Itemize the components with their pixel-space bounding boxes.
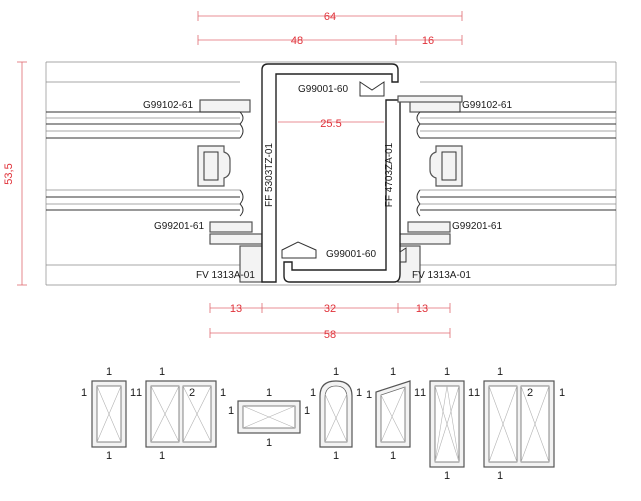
window-label: 2 xyxy=(189,387,195,399)
dim-inner-width-label: 25.5 xyxy=(320,118,341,130)
label-g99102-left: G99102-61 xyxy=(143,100,193,111)
dimension-bottom-segments: 13 32 13 xyxy=(209,303,451,315)
window-label: 1 xyxy=(414,387,420,399)
window-type-5[interactable]: 1 1 1 1 xyxy=(366,366,420,462)
window-label: 1 xyxy=(106,366,112,378)
dim-bottom-right-label: 13 xyxy=(416,303,428,315)
window-label: 1 xyxy=(136,387,142,399)
window-label: 1 xyxy=(266,437,272,449)
label-fv1313-left: FV 1313A-01 xyxy=(196,270,255,281)
window-type-3[interactable]: 1 1 1 1 xyxy=(228,387,310,449)
dimension-total-width: 64 xyxy=(197,11,463,23)
dimension-bottom-total: 58 xyxy=(209,328,451,341)
window-label: 1 xyxy=(468,387,474,399)
window-label: 1 xyxy=(333,450,339,462)
dimension-height: 53,5 xyxy=(3,61,27,286)
window-label: 1 xyxy=(390,450,396,462)
label-g99201-left: G99201-61 xyxy=(154,221,204,232)
dimension-left-width: 48 xyxy=(197,35,397,47)
dim-total-width-label: 64 xyxy=(324,11,336,23)
window-label: 1 xyxy=(106,450,112,462)
dim-right-width-label: 16 xyxy=(422,35,434,47)
window-label: 1 xyxy=(159,366,165,378)
profile-labels: G99102-61 G99102-61 G99001-60 G99001-60 … xyxy=(143,84,512,281)
window-label: 1 xyxy=(310,387,316,399)
window-type-6[interactable]: 1 1 1 1 xyxy=(420,366,474,482)
left-sash-section xyxy=(46,99,263,283)
dim-left-width-label: 48 xyxy=(291,35,303,47)
window-label: 1 xyxy=(266,387,272,399)
window-type-7[interactable]: 1 1 1 1 2 xyxy=(474,366,565,482)
window-label: 1 xyxy=(220,387,226,399)
window-label: 1 xyxy=(390,366,396,378)
window-label: 1 xyxy=(159,450,165,462)
window-label: 1 xyxy=(81,387,87,399)
window-label: 1 xyxy=(228,405,234,417)
window-label: 1 xyxy=(497,366,503,378)
window-label: 1 xyxy=(130,387,136,399)
window-type-1[interactable]: 1 1 1 1 xyxy=(81,366,136,462)
window-label: 1 xyxy=(304,405,310,417)
right-sash-section xyxy=(397,99,616,283)
window-label: 1 xyxy=(559,387,565,399)
label-g99001-bottom: G99001-60 xyxy=(326,249,376,260)
window-label: 1 xyxy=(366,389,372,401)
window-label: 1 xyxy=(333,366,339,378)
label-g99102-right: G99102-61 xyxy=(462,100,512,111)
dim-height-label: 53,5 xyxy=(3,163,15,184)
window-label: 1 xyxy=(444,470,450,482)
window-type-2[interactable]: 1 1 1 1 2 xyxy=(136,366,226,462)
dim-bottom-middle-label: 32 xyxy=(324,303,336,315)
window-type-4[interactable]: 1 1 1 1 xyxy=(310,366,362,462)
wall-outline xyxy=(45,61,617,286)
label-g99201-right: G99201-61 xyxy=(452,221,502,232)
label-fv1313-right: FV 1313A-01 xyxy=(412,270,471,281)
label-g99001-top: G99001-60 xyxy=(298,84,348,95)
window-label: 1 xyxy=(497,470,503,482)
window-label: 2 xyxy=(527,387,533,399)
window-label: 1 xyxy=(356,387,362,399)
window-label: 1 xyxy=(474,387,480,399)
central-mullion-profile xyxy=(261,63,463,283)
label-ff5303: FF 5303TZ-01 xyxy=(264,143,275,207)
label-ff4703: FF 4703ZA-01 xyxy=(384,142,395,207)
dim-bottom-left-label: 13 xyxy=(230,303,242,315)
window-label: 1 xyxy=(420,387,426,399)
dim-bottom-total-label: 58 xyxy=(324,329,336,341)
dimension-inner-width: 25.5 xyxy=(278,118,384,130)
dimension-right-width: 16 xyxy=(396,35,463,47)
window-label: 1 xyxy=(444,366,450,378)
